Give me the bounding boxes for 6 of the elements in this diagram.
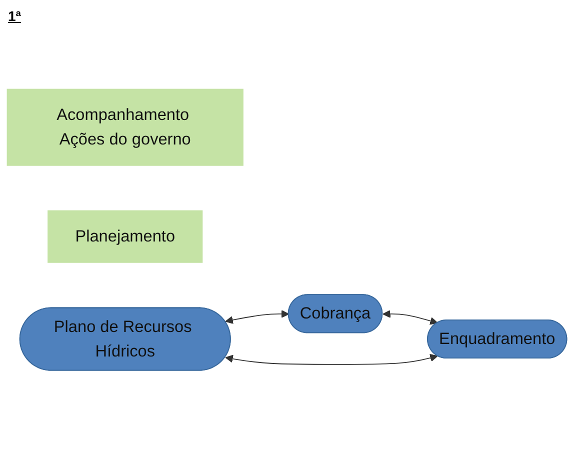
arrow (225, 354, 438, 365)
arrow (225, 310, 290, 324)
node-box: Acompanhamento Ações do governo (6, 88, 244, 166)
node-box: Planejamento (48, 210, 203, 263)
step-label: 1ª (8, 8, 21, 24)
arrow (382, 310, 438, 325)
